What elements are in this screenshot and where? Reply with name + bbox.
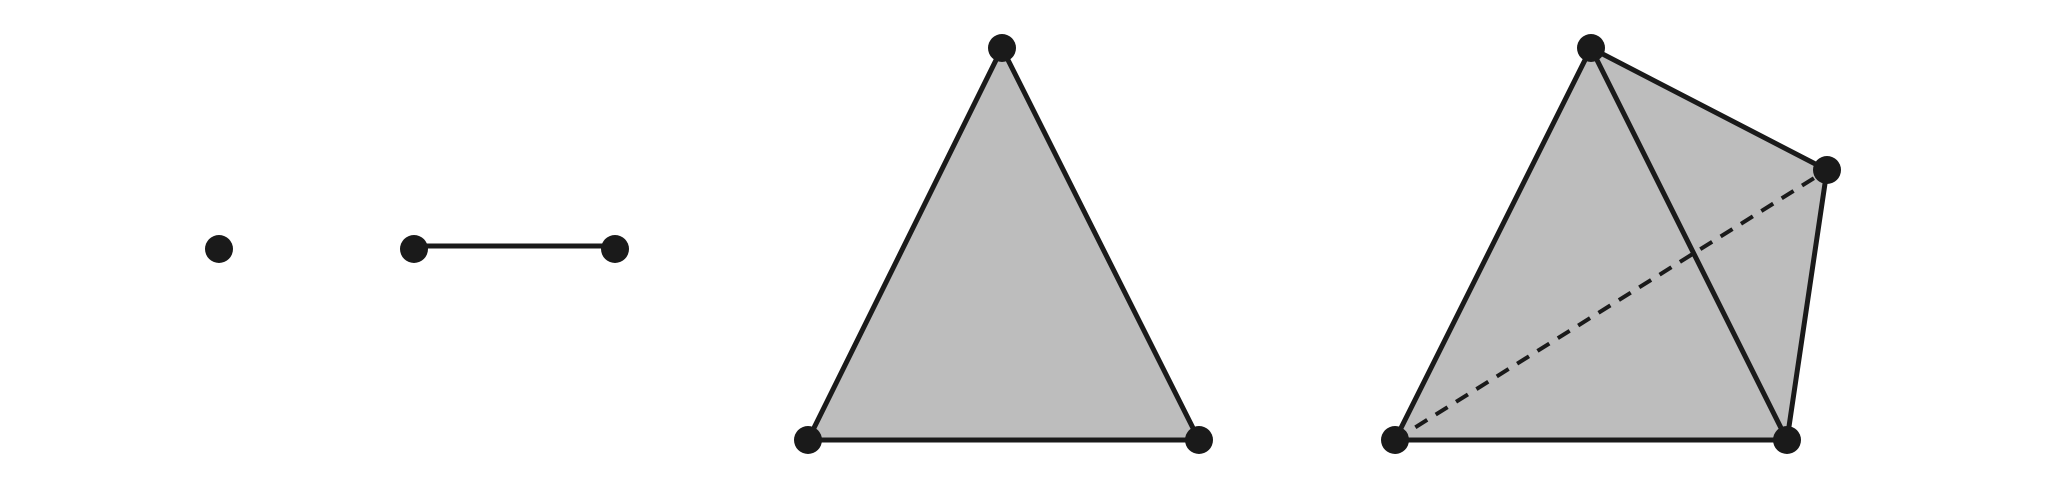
edge xyxy=(1588,45,1830,173)
edge xyxy=(1784,167,1830,443)
edge-simplex xyxy=(400,235,629,263)
vertex xyxy=(1381,426,1409,454)
triangle-simplex xyxy=(794,34,1213,454)
tetrahedron-face-front xyxy=(1395,48,1787,440)
vertex xyxy=(601,235,629,263)
edge xyxy=(805,45,1005,443)
vertex xyxy=(1773,426,1801,454)
edge xyxy=(1588,45,1790,443)
vertex xyxy=(1577,34,1605,62)
edge xyxy=(999,45,1202,443)
vertex xyxy=(1185,426,1213,454)
triangle-face xyxy=(808,48,1199,440)
vertex xyxy=(1813,156,1841,184)
vertex xyxy=(988,34,1016,62)
edge xyxy=(1392,45,1594,443)
hidden-edge xyxy=(1393,168,1829,442)
vertex xyxy=(205,235,233,263)
vertex xyxy=(400,235,428,263)
tetrahedron-simplex xyxy=(1381,34,1841,454)
vertex xyxy=(794,426,822,454)
vertex-simplex xyxy=(205,235,233,263)
